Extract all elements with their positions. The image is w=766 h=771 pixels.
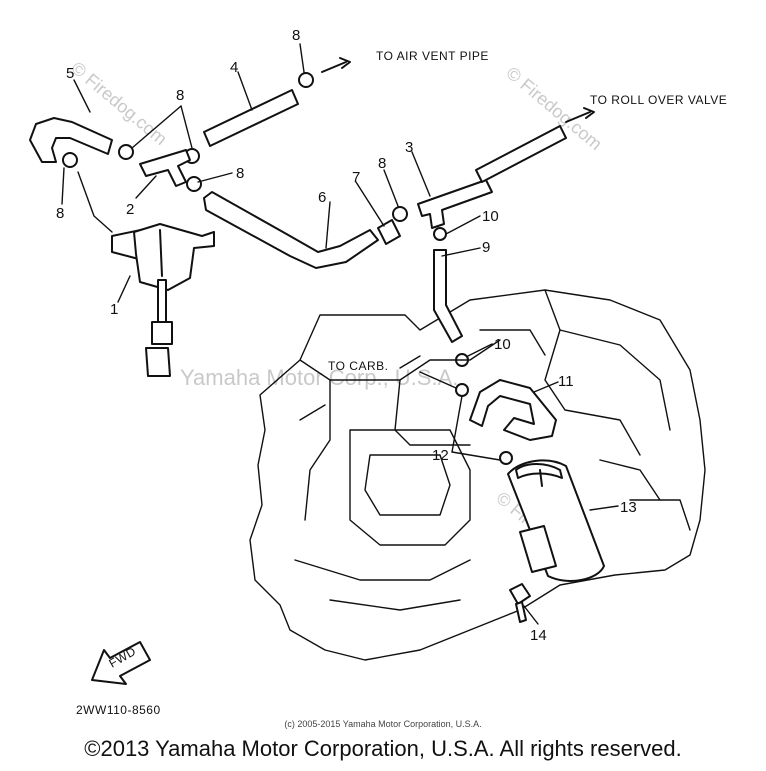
callout-8d: 8 — [56, 205, 64, 222]
watermark-yamaha: Yamaha Motor Corp., U.S.A. — [180, 365, 458, 390]
hose-part-11 — [469, 379, 557, 441]
label-air-vent-pipe: TO AIR VENT PIPE — [376, 49, 489, 63]
leader-lines — [61, 43, 619, 625]
callout-9: 9 — [482, 239, 490, 256]
joint-part-7 — [377, 219, 401, 245]
callout-7: 7 — [352, 169, 360, 186]
hose-part-5 — [29, 117, 113, 163]
callout-10b: 10 — [494, 336, 511, 353]
footer-copyright: ©2013 Yamaha Motor Corporation, U.S.A. A… — [84, 736, 682, 761]
t-fitting-part-3 — [417, 179, 493, 229]
engine-outline — [249, 289, 706, 661]
callout-5: 5 — [66, 65, 74, 82]
callout-12: 12 — [432, 447, 449, 464]
hose-roll-over — [475, 125, 567, 183]
callout-4: 4 — [230, 59, 238, 76]
hose-part-9 — [433, 249, 463, 343]
callout-8b: 8 — [176, 87, 184, 104]
hose-part-6 — [203, 191, 379, 269]
small-copyright: (c) 2005-2015 Yamaha Motor Corporation, … — [284, 719, 482, 729]
callout-8c: 8 — [236, 165, 244, 182]
callout-14: 14 — [530, 627, 547, 644]
callouts: 1 2 3 4 5 6 7 8 8 8 8 8 9 10 10 11 12 13… — [56, 27, 637, 644]
canister-part-13 — [507, 459, 605, 582]
clamps-part-8 — [62, 72, 513, 465]
annotations: TO AIR VENT PIPE TO ROLL OVER VALVE TO C… — [76, 49, 727, 717]
callout-3: 3 — [405, 139, 413, 156]
callout-2: 2 — [126, 201, 134, 218]
callout-13: 13 — [620, 499, 637, 516]
t-fitting-part-2 — [139, 149, 191, 187]
callout-6: 6 — [318, 189, 326, 206]
fwd-arrow-icon: FWD — [91, 641, 151, 685]
callout-11: 11 — [558, 373, 574, 390]
callout-8e: 8 — [378, 155, 386, 172]
solenoid-part-1 — [111, 223, 215, 377]
callout-1: 1 — [110, 301, 118, 318]
label-to-carb: TO CARB. — [328, 359, 388, 373]
callout-8a: 8 — [292, 27, 300, 44]
direction-arrows — [321, 57, 595, 123]
bolt-part-14 — [509, 583, 531, 623]
callout-10a: 10 — [482, 208, 499, 225]
label-roll-over-valve: TO ROLL OVER VALVE — [590, 93, 727, 107]
diagram-code: 2WW110-8560 — [76, 703, 161, 717]
hose-part-4 — [203, 89, 299, 147]
